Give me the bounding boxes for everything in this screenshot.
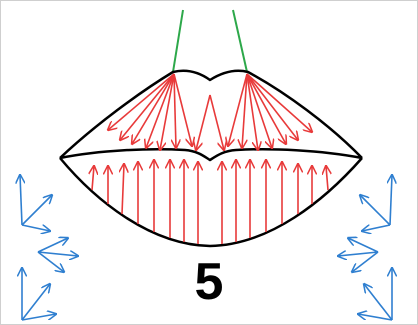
green-line-right xyxy=(232,9,248,73)
red-arrow-icon-group xyxy=(92,73,328,244)
blue-arrow-icon xyxy=(21,195,52,226)
blue-arrow-icon xyxy=(21,314,56,321)
blue-arrow-icon xyxy=(358,314,393,321)
blue-arrow-icon xyxy=(348,238,379,253)
upper-lip-red-arrow xyxy=(246,73,258,150)
lower-lip-red-arrow xyxy=(326,166,328,191)
upper-lip-red-arrow xyxy=(174,73,176,148)
upper-lip-red-arrow xyxy=(120,73,175,140)
lower-lip-outline xyxy=(59,157,363,248)
green-line-left xyxy=(172,9,184,73)
upper-lip-red-arrow xyxy=(108,73,175,130)
upper-lip-red-arrow xyxy=(196,94,211,150)
upper-lip-red-arrow xyxy=(209,94,224,150)
blue-arrow-cluster-icon-group xyxy=(20,175,393,321)
upper-lip-red-arrow xyxy=(160,73,175,150)
blue-arrow-icon xyxy=(352,251,379,272)
blue-arrow-icon xyxy=(21,284,50,321)
blue-arrow-icon xyxy=(37,252,78,256)
blue-arrow-icon xyxy=(362,224,391,231)
upper-lip-red-arrow xyxy=(242,73,248,148)
blue-arrow-icon xyxy=(20,175,22,226)
figure-number: 5 xyxy=(194,253,224,311)
lower-lip-red-arrow xyxy=(92,166,94,191)
upper-lip-red-arrow xyxy=(246,73,298,140)
blue-arrow-icon xyxy=(37,238,68,253)
blue-arrow-icon xyxy=(360,195,391,226)
upper-lip-red-arrow xyxy=(246,73,312,132)
upper-lip-red-arrow xyxy=(246,73,272,148)
lips-outline-icon xyxy=(59,69,363,248)
blue-arrow-icon xyxy=(21,224,50,231)
upper-lip-red-arrow xyxy=(146,73,175,148)
blue-arrow-icon xyxy=(37,251,64,272)
mouth-line xyxy=(59,148,363,162)
blue-arrow-icon xyxy=(390,175,392,226)
blue-arrow-icon xyxy=(338,252,379,256)
upper-lip-red-arrow xyxy=(228,73,248,146)
blue-arrow-icon xyxy=(364,284,393,321)
upper-lip-outline xyxy=(59,69,363,159)
upper-lip-red-arrow xyxy=(132,73,175,144)
upper-lip-red-arrow xyxy=(246,73,286,144)
lower-lip-red-arrow xyxy=(122,164,124,215)
upper-lip-red-arrow xyxy=(173,73,192,146)
